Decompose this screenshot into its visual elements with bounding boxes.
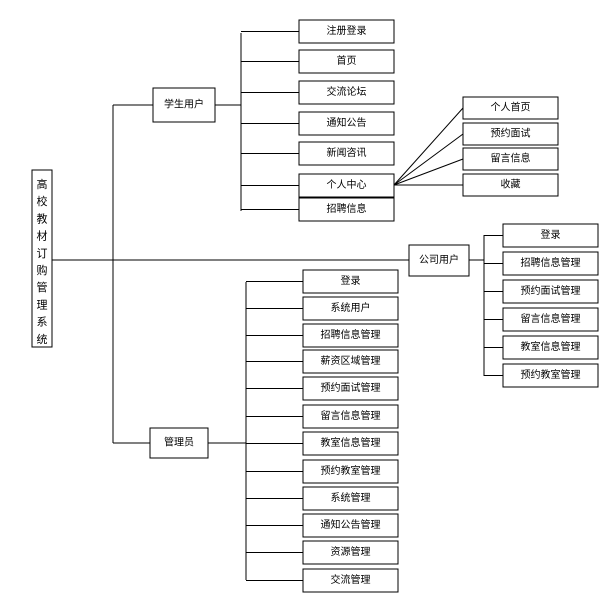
student-item-1-label: 首页 [337, 54, 357, 67]
student-item-5-label: 个人中心 [327, 178, 367, 191]
admin-item-11-box [302, 568, 399, 593]
company-item-1-label: 招聘信息管理 [521, 256, 581, 269]
admin-item-3-box [302, 349, 399, 374]
company-item-4-box [502, 335, 599, 360]
student-item-0-box [298, 19, 395, 44]
personal-center-fan-line [393, 133, 464, 186]
admin-item-1-box [302, 296, 399, 321]
branch-admin-label: 管理员 [164, 436, 194, 449]
admin-item-6-box [302, 431, 399, 456]
branch-admin-box [149, 427, 209, 459]
admin-item-9-box [302, 513, 399, 538]
root-node-box [31, 169, 53, 348]
admin-item-1-label: 系统用户 [331, 301, 371, 314]
admin-item-8-label: 系统管理 [331, 491, 371, 504]
student-item-6-label: 招聘信息 [327, 202, 367, 215]
personal-center-item-3-label: 收藏 [501, 178, 521, 191]
branch-company-box [408, 244, 470, 277]
student-item-3-label: 通知公告 [327, 116, 367, 129]
personal-center-item-1-label: 预约面试 [491, 127, 531, 140]
student-item-6-box [298, 197, 395, 222]
personal-center-item-1-box [462, 122, 559, 146]
company-item-3-label: 留言信息管理 [521, 312, 581, 325]
personal-center-item-2-label: 留言信息 [491, 152, 531, 165]
admin-item-9-label: 通知公告管理 [321, 518, 381, 531]
branch-student-label: 学生用户 [164, 98, 204, 111]
company-item-1-box [502, 251, 599, 276]
admin-item-0-label: 登录 [341, 274, 361, 287]
admin-item-11-label: 交流管理 [331, 573, 371, 586]
student-item-2-box [298, 80, 395, 105]
company-item-0-label: 登录 [541, 228, 561, 241]
company-item-0-box [502, 223, 599, 248]
student-item-0-label: 注册登录 [327, 24, 367, 37]
admin-item-2-label: 招聘信息管理 [321, 328, 381, 341]
admin-item-7-box [302, 459, 399, 484]
student-item-3-box [298, 111, 395, 136]
company-item-2-box [502, 279, 599, 304]
admin-item-7-label: 预约教室管理 [321, 464, 381, 477]
student-item-4-label: 新闻咨讯 [327, 146, 367, 159]
student-item-2-label: 交流论坛 [327, 85, 367, 98]
personal-center-item-2-box [462, 147, 559, 171]
admin-item-5-box [302, 404, 399, 429]
personal-center-item-3-box [462, 173, 559, 197]
personal-center-fan-line [393, 158, 464, 186]
admin-item-0-box [302, 269, 399, 294]
student-item-4-box [298, 141, 395, 166]
admin-item-3-label: 薪资区域管理 [321, 354, 381, 367]
personal-center-fan-line [393, 107, 464, 186]
admin-item-2-box [302, 323, 399, 348]
branch-company-label: 公司用户 [419, 253, 459, 266]
admin-item-8-box [302, 486, 399, 511]
company-item-2-label: 预约面试管理 [521, 284, 581, 297]
company-item-3-box [502, 307, 599, 332]
admin-item-4-box [302, 376, 399, 401]
company-item-5-box [502, 363, 599, 388]
root-node-label: 高校教材订购管理系统 [37, 177, 48, 346]
admin-item-10-label: 资源管理 [331, 545, 371, 558]
company-item-4-label: 教室信息管理 [521, 340, 581, 353]
admin-item-4-label: 预约面试管理 [321, 381, 381, 394]
personal-center-item-0-label: 个人首页 [491, 101, 531, 114]
company-item-5-label: 预约教室管理 [521, 368, 581, 381]
personal-center-item-0-box [462, 96, 559, 120]
admin-item-10-box [302, 540, 399, 565]
student-item-1-box [298, 49, 395, 74]
admin-item-5-label: 留言信息管理 [321, 409, 381, 422]
admin-item-6-label: 教室信息管理 [321, 436, 381, 449]
